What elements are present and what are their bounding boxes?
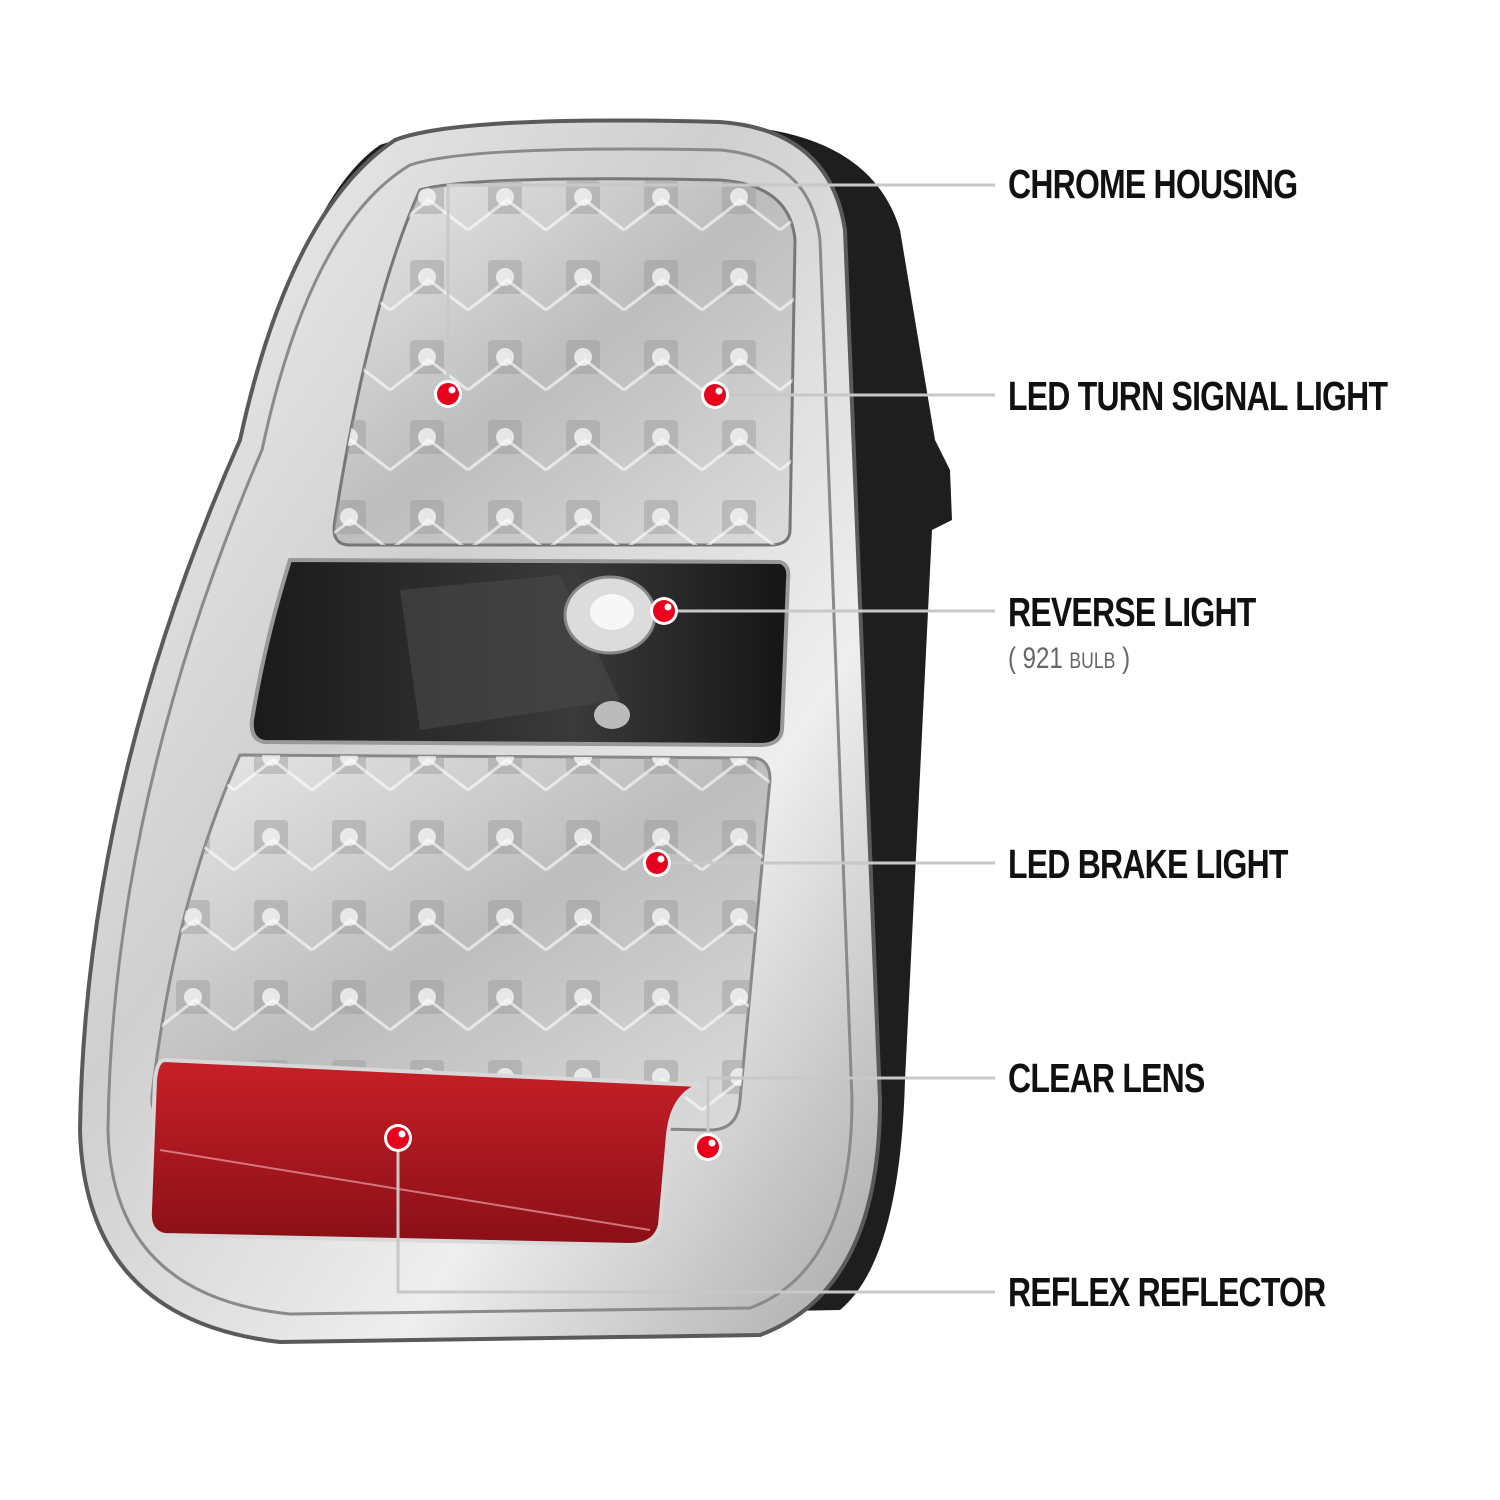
sublabel-reverse-bulb: ( 921 BULB ) (1008, 642, 1130, 676)
sublabel-open-paren: ( (1008, 642, 1016, 675)
marker-clear-lens (694, 1133, 722, 1161)
marker-led-brake-light (643, 849, 671, 877)
sublabel-bulb-number: 921 (1022, 642, 1063, 675)
sublabel-close-paren: ) (1122, 642, 1131, 675)
label-reverse-light: REVERSE LIGHT (1008, 589, 1256, 635)
label-led-turn-signal: LED TURN SIGNAL LIGHT (1008, 373, 1388, 419)
label-chrome-housing: CHROME HOUSING (1008, 161, 1298, 207)
marker-led-turn-signal (701, 381, 729, 409)
marker-chrome-housing (434, 380, 462, 408)
callout-lines (396, 183, 995, 1294)
label-led-brake-light: LED BRAKE LIGHT (1008, 841, 1288, 887)
marker-reverse-light (650, 597, 678, 625)
label-reflex-reflector: REFLEX REFLECTOR (1008, 1269, 1326, 1315)
marker-reflex-reflector (384, 1124, 412, 1152)
label-clear-lens: CLEAR LENS (1008, 1055, 1205, 1101)
callout-markers (384, 380, 729, 1161)
sublabel-bulb-unit: BULB (1069, 648, 1116, 673)
